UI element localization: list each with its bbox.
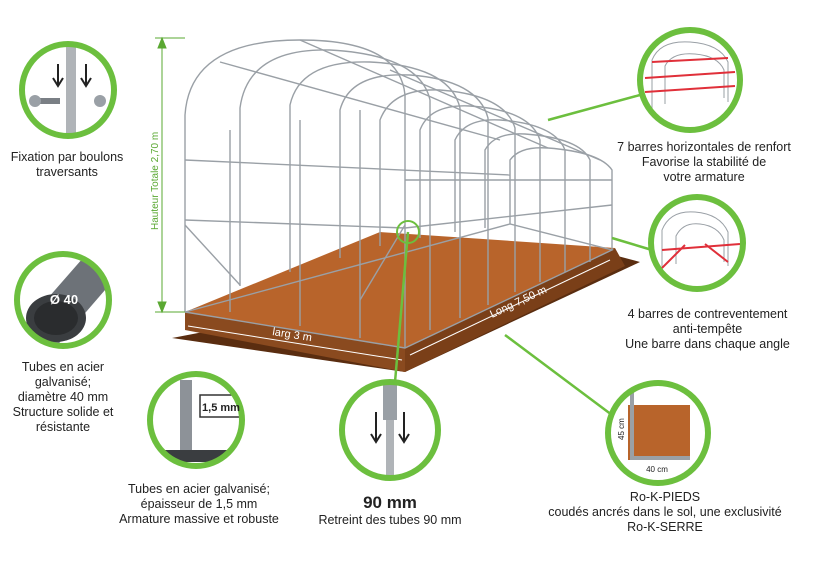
height-dimension [155, 36, 185, 314]
thickness-detail-circle [147, 371, 245, 469]
bracing-line-1: 4 barres de contreventement [627, 307, 788, 321]
tubes40-line-3: diamètre 40 mm [17, 390, 109, 404]
retreint-detail-circle [339, 379, 441, 481]
tubes40-line-4: Structure solide et [12, 405, 114, 419]
pied-width-badge: 40 cm [646, 465, 668, 474]
bars-caption: 7 barres horizontales de renfort Favoris… [590, 140, 818, 185]
bars-line-3: votre armature [663, 170, 745, 184]
pieds-line-2: coudés ancrés dans le sol, une exclusivi… [548, 505, 782, 519]
bolts-line-2: traversants [36, 165, 98, 179]
thickness-line-2: épaisseur de 1,5 mm [140, 497, 258, 511]
horizontal-bars-circle [637, 27, 743, 133]
retreint-text: Retreint des tubes 90 mm [318, 513, 462, 527]
bolt-detail-circle [19, 41, 117, 139]
tube-diameter-badge: Ø 40 [50, 292, 78, 307]
bracing-caption: 4 barres de contreventement anti-tempête… [600, 307, 815, 352]
bolts-line-1: Fixation par boulons [10, 150, 124, 164]
bracing-line-2: anti-tempête [672, 322, 743, 336]
tubes40-caption: Tubes en acier galvanisé; diamètre 40 mm… [2, 360, 124, 435]
thickness-badge: 1,5 mm [202, 402, 240, 414]
thickness-line-1: Tubes en acier galvanisé; [128, 482, 270, 496]
base-dimensions [187, 259, 611, 361]
thickness-line-3: Armature massive et robuste [119, 512, 279, 526]
pieds-circle [605, 380, 711, 486]
pieds-caption: Ro-K-PIEDS coudés ancrés dans le sol, un… [520, 490, 810, 535]
bars-line-2: Favorise la stabilité de [641, 155, 767, 169]
retreint-title: 90 mm [363, 493, 417, 512]
bars-line-1: 7 barres horizontales de renfort [617, 140, 791, 154]
thickness-caption: Tubes en acier galvanisé; épaisseur de 1… [104, 482, 294, 527]
bolts-caption: Fixation par boulons traversants [2, 150, 132, 180]
tube-diameter-circle [14, 251, 112, 349]
tubes40-line-1: Tubes en acier [21, 360, 105, 374]
bracing-line-3: Une barre dans chaque angle [625, 337, 790, 351]
retreint-caption: 90 mm Retreint des tubes 90 mm [300, 493, 480, 528]
zoom-marker [396, 220, 420, 244]
pied-height-badge: 45 cm [617, 418, 626, 440]
bracing-circle [648, 194, 746, 292]
greenhouse-frame [184, 39, 615, 349]
pieds-line-1: Ro-K-PIEDS [629, 490, 701, 504]
tubes40-line-2: galvanisé; [34, 375, 92, 389]
height-label: Hauteur Totale 2,70 m [150, 132, 161, 230]
tubes40-line-5: résistante [35, 420, 91, 434]
leader-lines [393, 93, 653, 417]
pieds-line-3: Ro-K-SERRE [627, 520, 703, 534]
